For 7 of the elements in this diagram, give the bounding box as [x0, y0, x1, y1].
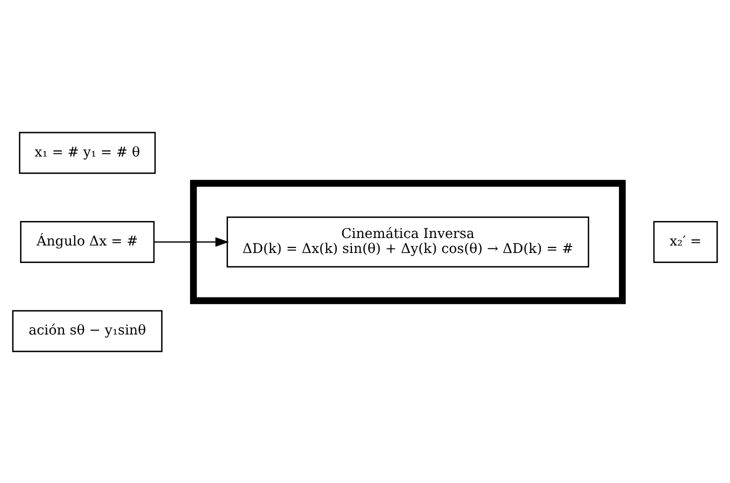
- node-box: x₁ = # y₁ = # θ: [18, 131, 156, 174]
- node-box: Ángulo Δx = #: [20, 220, 155, 262]
- arrow: [154, 236, 229, 246]
- node-box: Cinemática Inversa ΔD(k) = Δx(k) sin(θ) + Δy(k) cos(θ) → ΔD(k) = #: [226, 216, 590, 267]
- node-box: x₂′ =: [653, 220, 718, 262]
- cluster: [190, 179, 626, 304]
- node-box: ación sθ − y₁sinθ: [12, 310, 162, 352]
